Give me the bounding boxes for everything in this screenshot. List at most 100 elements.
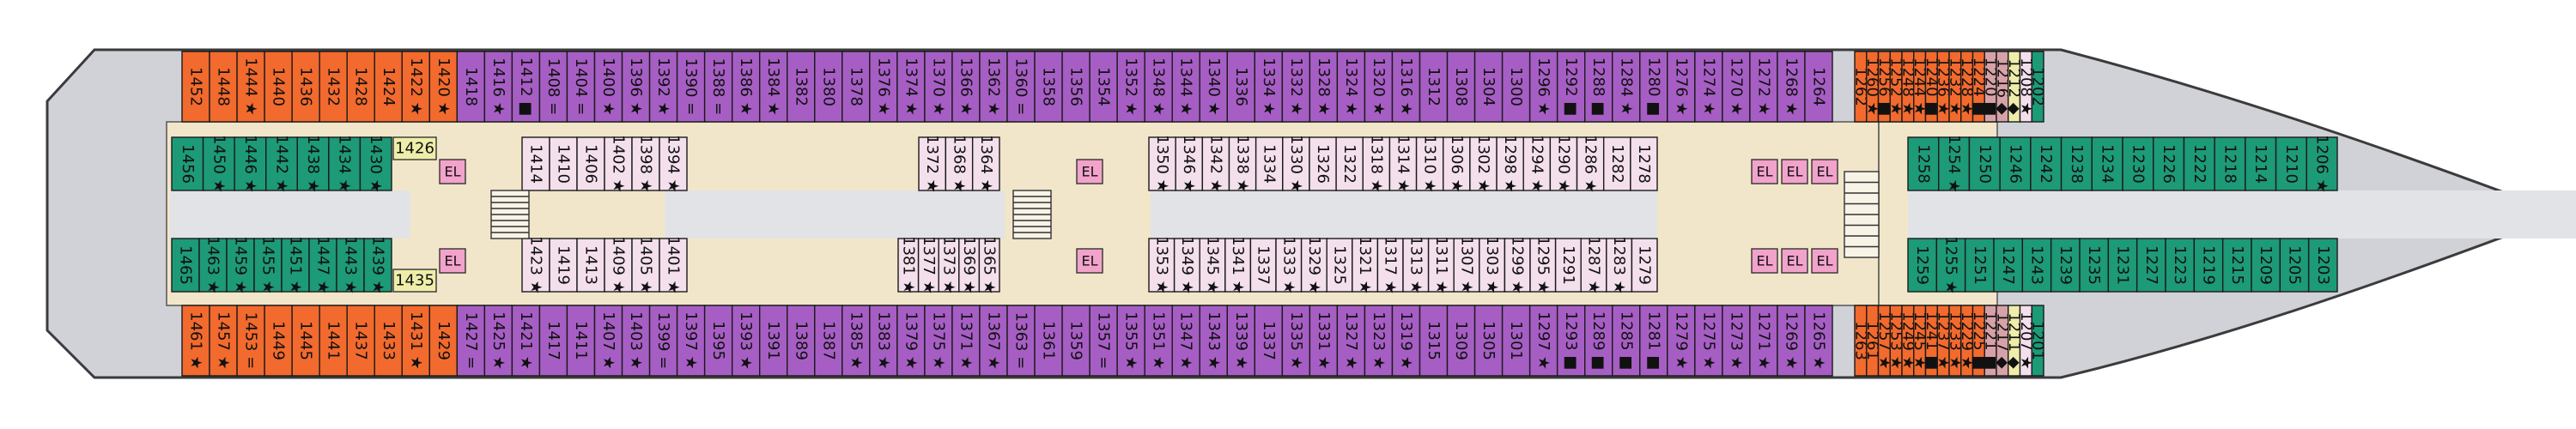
outer-bottom-cabin-9[interactable]: 1429 bbox=[428, 305, 459, 377]
inner-bottom-aft-2[interactable]: 1459 ★ bbox=[226, 236, 255, 294]
inner-bottom-fore-4[interactable]: 1243 bbox=[2021, 238, 2052, 293]
outer-top-fore-cabin-8[interactable]: 1232 ★ bbox=[1946, 51, 1964, 123]
outer-bottom-fore-cabin-15[interactable]: 1201 bbox=[2029, 305, 2047, 377]
outer-bottom-cabin-18[interactable]: 1397 ★ bbox=[676, 305, 706, 377]
outer-top-cabin-58[interactable]: 1268 ★ bbox=[1777, 51, 1806, 123]
outer-top-cabin-48[interactable]: 1300 bbox=[1501, 51, 1531, 123]
inner-top-fwd-12[interactable]: 1302 ★ bbox=[1469, 135, 1498, 193]
inner-top-fwd-9[interactable]: 1314 ★ bbox=[1388, 135, 1418, 193]
outer-top-cabin-31[interactable]: 1358 bbox=[1034, 51, 1063, 123]
outer-bottom-cabin-19[interactable]: 1395 bbox=[703, 305, 733, 377]
elevator-6[interactable]: EL bbox=[1811, 159, 1838, 184]
inner-top-midl-5[interactable]: 1394 ★ bbox=[659, 135, 688, 193]
inner-bottom-midl-3[interactable]: 1409 ★ bbox=[604, 236, 633, 294]
outer-top-cabin-46[interactable]: 1308 bbox=[1446, 51, 1476, 123]
elevator-0[interactable]: EL bbox=[439, 159, 466, 184]
inner-bottom-fwd-10[interactable]: 1313 ★ bbox=[1402, 236, 1430, 294]
outer-top-cabin-1[interactable]: 1448 bbox=[209, 51, 238, 123]
outer-top-cabin-51[interactable]: 1288 ■ bbox=[1583, 51, 1613, 123]
outer-bottom-cabin-7[interactable]: 1433 bbox=[374, 305, 403, 377]
inner-bottom-fore-9[interactable]: 1223 bbox=[2165, 238, 2196, 293]
outer-top-cabin-42[interactable]: 1324 ★ bbox=[1336, 51, 1366, 123]
inner-bottom-fwd-17[interactable]: 1287 ★ bbox=[1580, 236, 1607, 294]
outer-bottom-cabin-1[interactable]: 1457 ★ bbox=[209, 305, 238, 377]
outer-top-cabin-59[interactable]: 1264 bbox=[1804, 51, 1833, 123]
inner-bottom-fwd-15[interactable]: 1295 ★ bbox=[1529, 236, 1557, 294]
inner-bottom-fwd-13[interactable]: 1303 ★ bbox=[1479, 236, 1506, 294]
outer-top-fore-cabin-2[interactable]: 1256 ■ bbox=[1875, 51, 1893, 123]
outer-top-cabin-21[interactable]: 1384 ★ bbox=[759, 51, 788, 123]
inner-bottom-fwd-8[interactable]: 1321 ★ bbox=[1352, 236, 1379, 294]
outer-top-cabin-28[interactable]: 1366 ★ bbox=[951, 51, 981, 123]
inner-bottom-aft-4[interactable]: 1451 ★ bbox=[281, 236, 310, 294]
inner-top-fwd-13[interactable]: 1298 ★ bbox=[1496, 135, 1524, 193]
inner-top-fore-4[interactable]: 1242 bbox=[2030, 136, 2063, 191]
inner-top-fore-2[interactable]: 1250 bbox=[1968, 136, 2001, 191]
outer-bottom-cabin-3[interactable]: 1449 bbox=[264, 305, 293, 377]
elevator-9[interactable]: EL bbox=[1811, 248, 1838, 274]
inner-top-fore-9[interactable]: 1222 bbox=[2183, 136, 2215, 191]
outer-bottom-fore-cabin-9[interactable]: 1229 ★ bbox=[1958, 305, 1976, 377]
inner-bottom-fwd-18[interactable]: 1283 ★ bbox=[1606, 236, 1633, 294]
outer-bottom-cabin-54[interactable]: 1279 ★ bbox=[1667, 305, 1696, 377]
outer-top-cabin-41[interactable]: 1328 ★ bbox=[1309, 51, 1339, 123]
inner-top-midl-4[interactable]: 1398 ★ bbox=[631, 135, 660, 193]
outer-top-cabin-18[interactable]: 1390 = bbox=[676, 51, 706, 123]
outer-bottom-cabin-26[interactable]: 1379 ★ bbox=[896, 305, 926, 377]
outer-top-cabin-2[interactable]: 1444 ★ bbox=[236, 51, 265, 123]
outer-bottom-cabin-55[interactable]: 1275 ★ bbox=[1694, 305, 1723, 377]
outer-bottom-fore-cabin-3[interactable]: 1253 ★ bbox=[1887, 305, 1905, 377]
outer-top-cabin-44[interactable]: 1316 ★ bbox=[1391, 51, 1421, 123]
inner-bottom-aft-1[interactable]: 1463 ★ bbox=[198, 236, 228, 294]
inner-bottom-aft-7[interactable]: 1439 ★ bbox=[363, 236, 392, 294]
inner-bottom-midr-0[interactable]: 1381 ★ bbox=[897, 236, 920, 294]
outer-bottom-fore-cabin-14[interactable]: 1207 ★ bbox=[2017, 305, 2035, 377]
outer-top-cabin-38[interactable]: 1336 bbox=[1226, 51, 1256, 123]
inner-bottom-fwd-16[interactable]: 1291 bbox=[1554, 238, 1582, 293]
inner-top-fore-13[interactable]: 1206 ★ bbox=[2306, 135, 2338, 193]
outer-bottom-cabin-59[interactable]: 1265 ★ bbox=[1804, 305, 1833, 377]
outer-bottom-cabin-47[interactable]: 1305 bbox=[1473, 305, 1504, 377]
outer-top-cabin-53[interactable]: 1280 ■ bbox=[1639, 51, 1668, 123]
outer-bottom-cabin-44[interactable]: 1319 ★ bbox=[1391, 305, 1421, 377]
outer-top-cabin-25[interactable]: 1376 ★ bbox=[869, 51, 898, 123]
outer-top-fore-cabin-1[interactable]: 1260 ★ bbox=[1863, 51, 1881, 123]
inner-bottom-fwd-0[interactable]: 1353 ★ bbox=[1148, 236, 1176, 294]
inner-top-fwd-3[interactable]: 1338 ★ bbox=[1228, 135, 1257, 193]
outer-bottom-cabin-15[interactable]: 1407 ★ bbox=[593, 305, 623, 377]
outer-top-cabin-17[interactable]: 1392 ★ bbox=[648, 51, 678, 123]
inner-top-fwd-11[interactable]: 1306 ★ bbox=[1443, 135, 1471, 193]
outer-top-cabin-37[interactable]: 1340 ★ bbox=[1199, 51, 1228, 123]
inner-top-midl-2[interactable]: 1406 bbox=[576, 136, 605, 191]
inner-top-fore-3[interactable]: 1246 bbox=[1999, 136, 2032, 191]
inner-bottom-fore-2[interactable]: 1251 bbox=[1964, 238, 1995, 293]
outer-bottom-cabin-48[interactable]: 1301 bbox=[1501, 305, 1531, 377]
outer-top-cabin-40[interactable]: 1332 ★ bbox=[1281, 51, 1311, 123]
elevator-4[interactable]: EL bbox=[1751, 159, 1778, 184]
elevator-5[interactable]: EL bbox=[1781, 159, 1808, 184]
inner-top-aft-3[interactable]: 1442 ★ bbox=[265, 135, 298, 193]
outer-top-cabin-6[interactable]: 1428 bbox=[346, 51, 375, 123]
elevator-7[interactable]: EL bbox=[1751, 248, 1778, 274]
inner-bottom-fwd-19[interactable]: 1279 bbox=[1631, 238, 1658, 293]
inner-top-fwd-5[interactable]: 1330 ★ bbox=[1282, 135, 1310, 193]
outer-bottom-cabin-31[interactable]: 1361 bbox=[1034, 305, 1063, 377]
outer-top-cabin-45[interactable]: 1312 bbox=[1419, 51, 1449, 123]
outer-top-fore-cabin-13[interactable]: 1212 ◆ bbox=[2005, 51, 2023, 123]
inner-top-fwd-7[interactable]: 1322 bbox=[1335, 136, 1364, 191]
outer-bottom-cabin-36[interactable]: 1347 ★ bbox=[1171, 305, 1200, 377]
inner-bottom-fore-0[interactable]: 1259 bbox=[1907, 238, 1938, 293]
inner-bottom-fore-8[interactable]: 1227 bbox=[2136, 238, 2166, 293]
inner-bottom-fore-11[interactable]: 1215 bbox=[2221, 238, 2252, 293]
inner-top-fore-5[interactable]: 1238 bbox=[2060, 136, 2093, 191]
elevator-8[interactable]: EL bbox=[1781, 248, 1808, 274]
elevator-1[interactable]: EL bbox=[439, 248, 466, 274]
outer-top-cabin-12[interactable]: 1412 ■ bbox=[511, 51, 541, 123]
outer-bottom-fore-cabin-12[interactable]: 1217 ◆ bbox=[1993, 305, 2011, 377]
inner-bottom-fwd-3[interactable]: 1341 ★ bbox=[1224, 236, 1252, 294]
outer-top-cabin-0[interactable]: 1452 bbox=[181, 51, 210, 123]
outer-top-cabin-35[interactable]: 1348 ★ bbox=[1144, 51, 1173, 123]
inner-top-fwd-10[interactable]: 1310 ★ bbox=[1415, 135, 1444, 193]
outer-top-fore-cabin-10[interactable]: 1224 ■ bbox=[1970, 51, 1988, 123]
outer-top-cabin-47[interactable]: 1304 bbox=[1473, 51, 1504, 123]
